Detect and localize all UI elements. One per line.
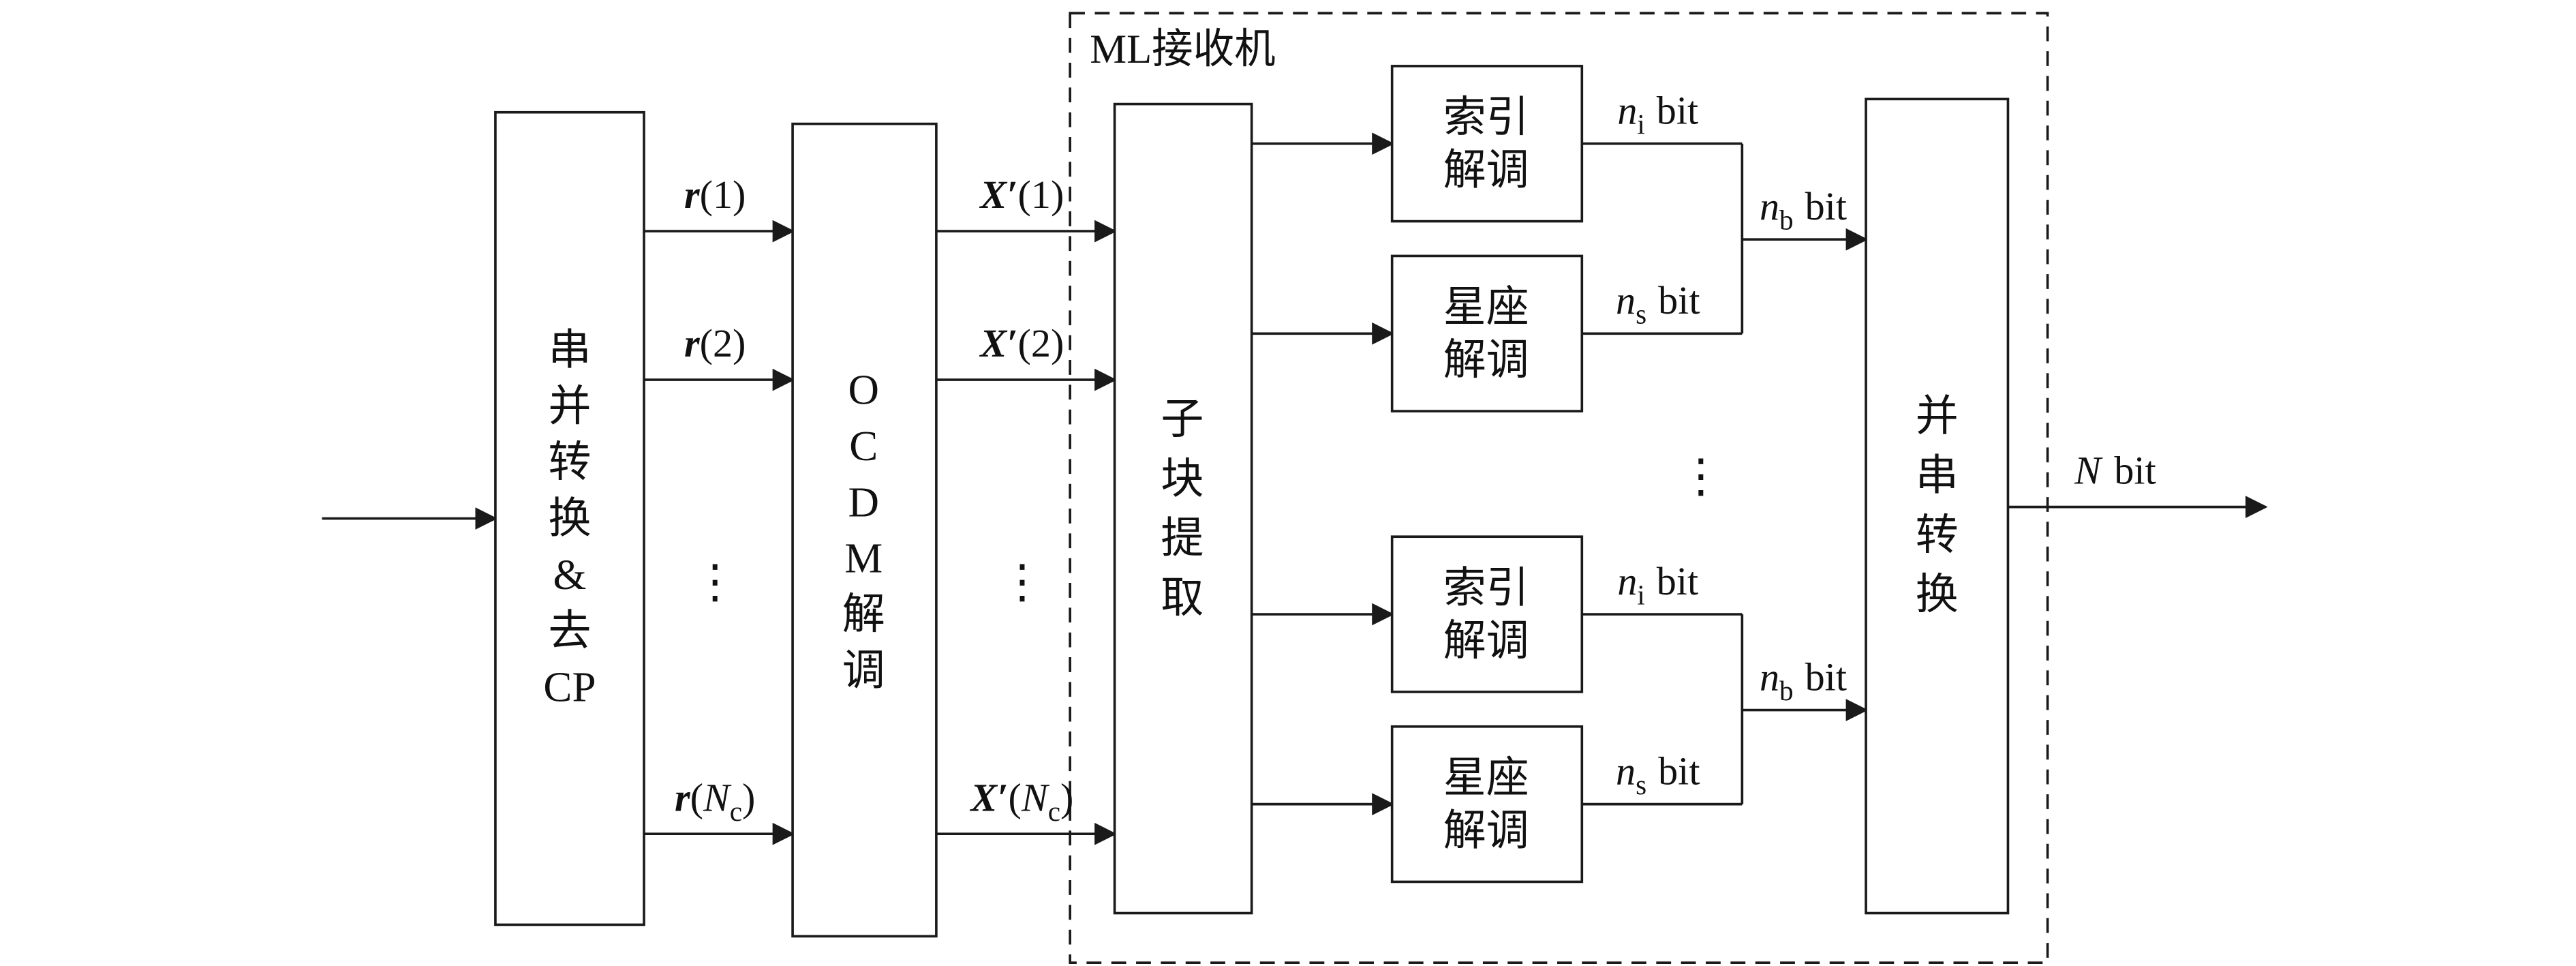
label-nb-top-unit: bit — [1805, 184, 1847, 228]
serial-parallel-text: 串 — [548, 327, 591, 374]
label-ns-bot-unit: bit — [1658, 749, 1700, 794]
label-r2: r(2) — [684, 321, 746, 365]
label-nb-top-var: n — [1760, 184, 1779, 228]
const-demod-top-text: 星座 — [1443, 284, 1529, 331]
label-x2-rest: (2) — [1018, 321, 1064, 365]
label-nb-bot-unit: bit — [1805, 654, 1847, 699]
label-ni-bot-var: n — [1617, 559, 1637, 603]
label-x2-var: X′ — [979, 321, 1017, 365]
subblock-extract-text: 提 — [1161, 515, 1203, 562]
serial-parallel-text: 去 — [548, 607, 591, 654]
label-ni-top-sub: i — [1637, 108, 1644, 140]
label-ns-top-var: n — [1616, 278, 1636, 322]
label-r2-var: r — [684, 321, 701, 365]
ml-receiver-dashed-box — [1069, 12, 2049, 964]
label-ni-bot-unit: bit — [1657, 559, 1698, 603]
ocdm-demod-text: 解 — [842, 590, 885, 638]
label-r1-var: r — [684, 172, 701, 217]
label-ns-bot-var: n — [1616, 749, 1636, 794]
label-ni-top-var: n — [1617, 89, 1637, 133]
serial-parallel-text: CP — [543, 663, 596, 711]
left-vertical-ellipsis: ⋮ — [692, 554, 738, 608]
label-xNc-var: X′ — [969, 775, 1008, 819]
label-n-out-var: N — [2074, 449, 2103, 493]
subblock-extract-text: 子 — [1161, 395, 1203, 443]
const-demod-bot-text: 解调 — [1443, 806, 1529, 854]
label-nb-bot-sub: b — [1779, 675, 1794, 706]
serial-parallel-text: 并 — [548, 382, 591, 430]
right-vertical-ellipsis: ⋮ — [1678, 449, 1724, 502]
label-rNc-sub: c — [730, 796, 742, 827]
parallel-serial-text: 串 — [1916, 452, 1959, 500]
label-ns-top-sub: s — [1636, 299, 1646, 330]
label-x1-rest: (1) — [1018, 172, 1064, 217]
label-ns-top-unit: bit — [1658, 278, 1700, 322]
label-rNc-open: ( — [690, 775, 703, 819]
label-xNc-n: N — [1021, 775, 1050, 819]
subblock-extract-text: 块 — [1161, 455, 1203, 502]
label-r1-rest: (1) — [700, 172, 746, 217]
label-n-out-unit: bit — [2114, 449, 2156, 493]
block-index-demod-top — [1390, 65, 1584, 223]
mid-vertical-ellipsis: ⋮ — [999, 554, 1045, 608]
ocdm-demod-text: C — [849, 422, 878, 470]
block-parallel-serial — [1865, 97, 2010, 915]
index-demod-bot-text: 解调 — [1443, 617, 1529, 665]
label-xNc-close: ) — [1060, 775, 1073, 819]
subblock-extract-text: 取 — [1161, 574, 1203, 622]
ocdm-demod-text: O — [848, 366, 879, 414]
label-nb-bot-var: n — [1760, 654, 1779, 699]
serial-parallel-text: 换 — [548, 495, 591, 543]
block-const-demod-bot — [1390, 725, 1584, 884]
const-demod-top-text: 解调 — [1443, 336, 1529, 384]
label-rNc-n: N — [703, 775, 732, 819]
label-rNc: r(Nc) — [675, 775, 755, 827]
serial-parallel-text: & — [553, 551, 586, 599]
label-ns-bot-sub: s — [1636, 769, 1646, 800]
label-rNc-close: ) — [742, 775, 755, 819]
block-serial-parallel — [494, 110, 645, 926]
parallel-serial-text: 换 — [1916, 571, 1959, 618]
label-r1: r(1) — [684, 172, 746, 217]
label-nb-top-sub: b — [1779, 205, 1794, 236]
ocdm-demod-text: D — [848, 478, 879, 526]
index-demod-bot-text: 索引 — [1443, 564, 1529, 612]
label-xNc-sub: c — [1048, 796, 1060, 827]
block-index-demod-bot — [1390, 535, 1584, 693]
label-rNc-var: r — [675, 775, 691, 819]
ocdm-demod-text: 调 — [842, 646, 885, 694]
block-subblock-extract — [1113, 102, 1253, 915]
parallel-serial-text: 转 — [1916, 511, 1959, 559]
ocdm-demod-text: M — [844, 534, 883, 582]
label-ni-bot-sub: i — [1637, 579, 1644, 611]
label-x2: X′(2) — [979, 321, 1064, 365]
block-const-demod-top — [1390, 254, 1584, 412]
label-ni-top-unit: bit — [1657, 89, 1698, 133]
index-demod-top-text: 索引 — [1443, 93, 1529, 141]
index-demod-top-text: 解调 — [1443, 146, 1529, 194]
label-x1-var: X′ — [979, 172, 1017, 217]
serial-parallel-text: 转 — [548, 438, 591, 486]
const-demod-bot-text: 星座 — [1443, 754, 1529, 802]
label-xNc: X′(Nc) — [969, 775, 1073, 827]
label-r2-rest: (2) — [700, 321, 746, 365]
parallel-serial-text: 并 — [1916, 392, 1959, 440]
label-x1: X′(1) — [979, 172, 1064, 217]
ml-receiver-label: ML接收机 — [1090, 27, 1276, 72]
block-ocdm-demod — [791, 122, 938, 938]
label-xNc-open: ( — [1009, 775, 1022, 819]
